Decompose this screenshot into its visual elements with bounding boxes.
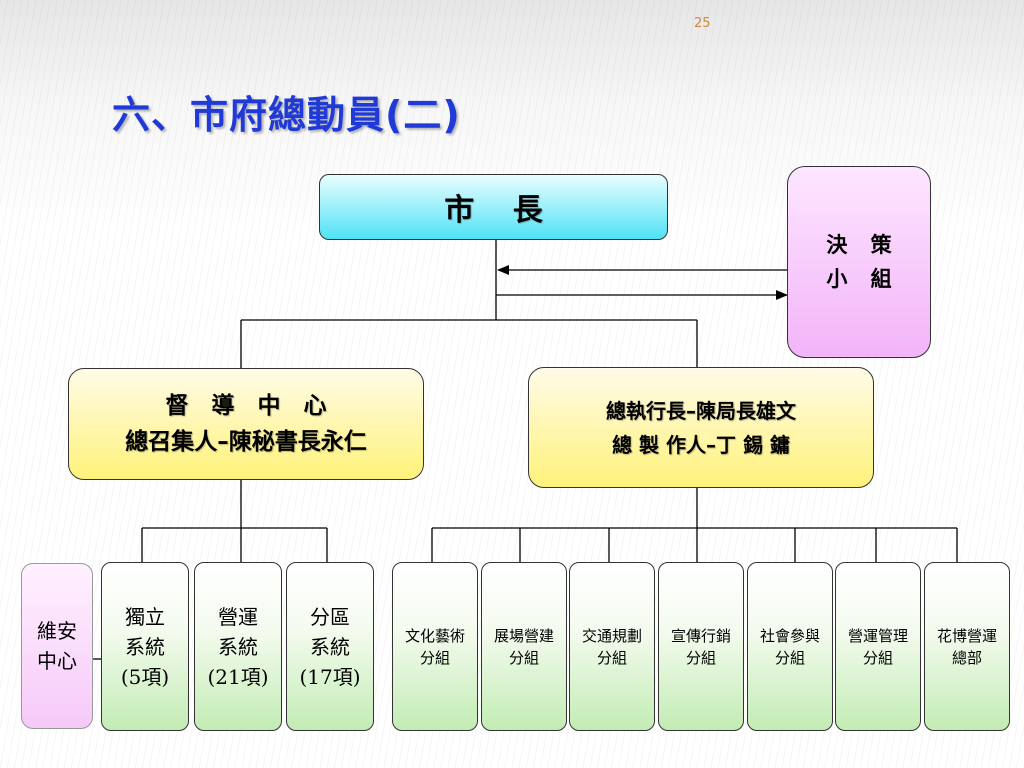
- security-center-line1: 維安: [37, 619, 77, 643]
- group-line1: 社會參與: [759, 626, 820, 645]
- group-line1: 展場營建: [493, 626, 554, 645]
- page-number: 25: [694, 16, 711, 31]
- slide-title: 六、市府總動員(二): [112, 93, 461, 137]
- security-center-line2: 中心: [37, 649, 77, 673]
- supervision-center-box: 督 導 中 心 總召集人–陳秘書長永仁: [68, 368, 424, 480]
- system-line1: 營運: [218, 604, 258, 629]
- group-line1: 營運管理: [847, 626, 908, 645]
- district-system-box: 分區 系統 (17項): [286, 562, 374, 731]
- group-box-traffic-planning: 交通規劃 分組: [569, 562, 655, 731]
- group-line2: 分組: [862, 648, 893, 667]
- decision-group-line1: 決 策: [826, 233, 900, 257]
- system-line1: 分區: [310, 604, 350, 629]
- group-line2: 分組: [596, 648, 627, 667]
- supervision-center-name: 督 導 中 心: [165, 393, 327, 419]
- system-line2: 系統: [125, 634, 165, 659]
- system-line1: 獨立: [125, 604, 165, 629]
- group-line1: 花博營運: [936, 626, 997, 645]
- supervision-center-convener: 總召集人–陳秘書長永仁: [125, 429, 367, 455]
- system-line3: (5項): [120, 664, 170, 689]
- group-box-venue-construction: 展場營建 分組: [481, 562, 567, 731]
- system-line2: 系統: [310, 634, 350, 659]
- group-line2: 分組: [774, 648, 805, 667]
- system-line2: 系統: [218, 634, 258, 659]
- operations-system-box: 營運 系統 (21項): [194, 562, 282, 731]
- group-box-culture-arts: 文化藝術 分組: [392, 562, 478, 731]
- security-center-box: 維安 中心: [21, 563, 93, 729]
- group-line2: 分組: [685, 648, 716, 667]
- mayor-box: 市 長: [319, 174, 668, 240]
- group-line1: 宣傳行銷: [670, 626, 731, 645]
- group-line2: 總部: [951, 648, 982, 667]
- group-box-promotion-marketing: 宣傳行銷 分組: [658, 562, 744, 731]
- system-line3: (17項): [299, 664, 361, 689]
- decision-group-line2: 小 組: [826, 267, 900, 291]
- system-line3: (21項): [207, 664, 269, 689]
- group-line2: 分組: [508, 648, 539, 667]
- decision-group-box: 決 策 小 組: [787, 166, 931, 358]
- executive-box: 總執行長–陳局長雄文 總 製 作人–丁 錫 鏞: [528, 367, 874, 488]
- group-line1: 文化藝術: [404, 626, 465, 645]
- executive-producer: 總 製 作人–丁 錫 鏞: [612, 432, 790, 457]
- group-box-social-participation: 社會參與 分組: [747, 562, 833, 731]
- executive-director: 總執行長–陳局長雄文: [606, 398, 796, 423]
- independent-system-box: 獨立 系統 (5項): [101, 562, 189, 731]
- group-line2: 分組: [419, 648, 450, 667]
- group-box-expo-operations-hq: 花博營運 總部: [924, 562, 1010, 731]
- group-line1: 交通規劃: [581, 626, 642, 645]
- group-box-operations-management: 營運管理 分組: [835, 562, 921, 731]
